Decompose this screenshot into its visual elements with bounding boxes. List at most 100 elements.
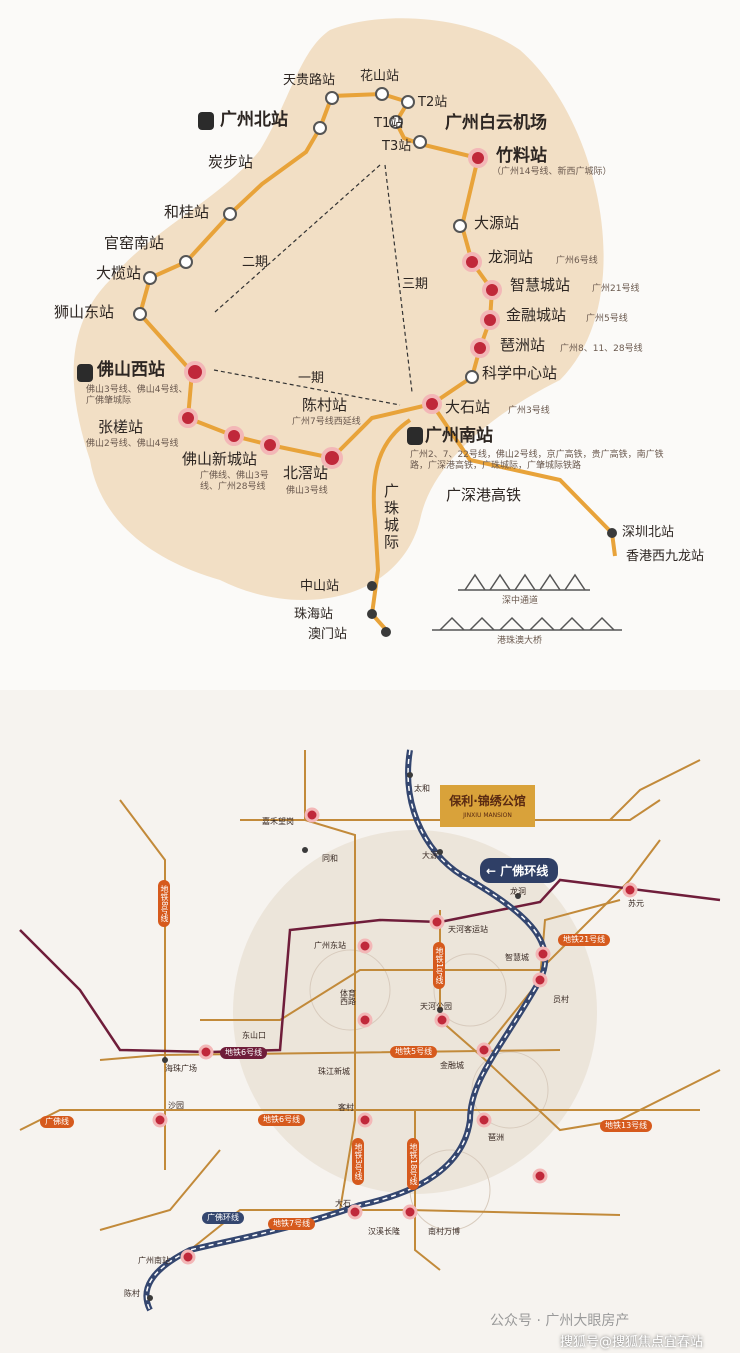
- line-label-char: 珠: [384, 499, 400, 517]
- station-label: 东山口: [242, 1031, 266, 1040]
- line-tag: 地铁6号线: [220, 1047, 268, 1059]
- station-label: 陈村站: [302, 396, 348, 414]
- line-tag: 地铁3号线: [352, 1138, 364, 1186]
- watermark-source: 搜狐号@搜狐焦点宜春站: [560, 1335, 704, 1350]
- phase-label: 一期: [298, 371, 325, 386]
- train-icon: [77, 112, 423, 445]
- line-tag: 地铁13号线: [600, 1120, 653, 1132]
- station-label: 花山站: [360, 69, 400, 84]
- white-station-dots: [133, 87, 479, 384]
- line-tag: 地铁8号线: [158, 880, 170, 928]
- station-note: 佛山2号线、佛山4号线: [86, 439, 179, 449]
- line-tag: 地铁21号线: [558, 934, 611, 946]
- station-label: 中山站: [300, 579, 340, 594]
- ring-line-badge: ← 广佛环线: [480, 858, 559, 883]
- station-label: 广州南站: [138, 1256, 170, 1265]
- station-label: 沙园: [168, 1101, 184, 1110]
- logo-name: 保利·锦绣公馆: [449, 794, 526, 808]
- radius-circle: [233, 830, 597, 1194]
- station-label: 科学中心站: [482, 364, 558, 382]
- station-label: 琶洲: [488, 1133, 504, 1142]
- station-label: 广州北站: [220, 110, 288, 130]
- station-label: 汉溪长隆: [368, 1227, 400, 1236]
- metro-lines: [19, 750, 721, 1271]
- station-label: 海珠广场: [165, 1064, 197, 1073]
- station-label: 金融城站: [506, 306, 567, 324]
- logo-subtitle: JINXIU MANSION: [463, 812, 512, 819]
- station-note: 广州2、7、22号线，佛山2号线，京广高铁，贵广高铁，南广铁路，广深港高铁，广珠…: [410, 450, 664, 472]
- station-label: 张槎站: [98, 418, 144, 436]
- phase-arrow-1: [213, 369, 401, 406]
- station-label: 珠海站: [294, 607, 334, 622]
- station-label: 太和: [414, 784, 430, 793]
- terminal-dots: [367, 528, 617, 637]
- station-label: 员村: [553, 995, 569, 1004]
- line-label-char: 际: [384, 533, 400, 551]
- station-label: 大源: [422, 851, 438, 860]
- station-note: （广州14号线、新西广城际）: [492, 167, 612, 177]
- station-label: 广州南站: [425, 426, 493, 446]
- station-note: 广州8、11、28号线: [560, 344, 643, 354]
- station-label: 嘉禾望岗: [262, 817, 294, 826]
- station-label: 大榄站: [96, 264, 142, 282]
- bridge-shenzhong: [458, 573, 590, 591]
- station-label: 大石站: [445, 398, 491, 416]
- line-tag: 地铁1号线: [433, 942, 445, 990]
- line-tag: 地铁5号线: [390, 1046, 438, 1058]
- station-label: 天河公园: [420, 1002, 452, 1011]
- station-label: 苏元: [628, 899, 644, 908]
- line-label: 广深港高铁: [446, 486, 522, 504]
- station-label: 大源站: [474, 214, 520, 232]
- station-label: 龙洞站: [488, 248, 534, 266]
- station-label: T1站: [374, 116, 404, 131]
- bridge-label: 深中通道: [502, 596, 539, 606]
- station-note: 佛山3号线: [286, 486, 328, 496]
- station-note: 广州21号线: [592, 284, 640, 294]
- phase-arrow-2: [214, 164, 381, 313]
- station-label: 琶洲站: [500, 336, 546, 354]
- station-label: 佛山新城站: [182, 450, 258, 468]
- hsr-line: [430, 402, 617, 557]
- project-logo: 保利·锦绣公馆 JINXIU MANSION: [440, 785, 535, 827]
- station-label: 智慧城: [505, 953, 529, 962]
- station-label: 广州白云机场: [445, 113, 547, 133]
- line-label-char: 广: [384, 482, 400, 500]
- station-dots: [147, 772, 521, 1301]
- station-label: 天河客运站: [448, 925, 488, 934]
- bridge-label: 港珠澳大桥: [497, 636, 543, 646]
- phase-arrow-3: [384, 164, 413, 393]
- watermark-account: 公众号 · 广州大眼房产: [490, 1313, 630, 1329]
- station-label: 珠江新城: [318, 1067, 350, 1076]
- station-label: 客村: [338, 1103, 354, 1112]
- top-route-map: 天贵路站 花山站 T2站 T1站 T3站 广州北站 广州白云机场 竹料站 （广州…: [54, 18, 705, 646]
- station-label: 同和: [322, 854, 338, 863]
- station-note: 广州3号线: [508, 406, 550, 416]
- ring-line-label: 广佛环线: [500, 864, 549, 878]
- station-label: 澳门站: [308, 627, 348, 642]
- station-label: 佛山西站: [97, 360, 165, 380]
- line-6: [19, 878, 721, 1054]
- station-label: 香港西九龙站: [626, 549, 705, 564]
- station-note: 广州7号线西延线: [292, 417, 361, 427]
- metro-map-graphics: [19, 749, 721, 1312]
- station-label: 深圳北站: [622, 525, 675, 540]
- phase-label: 三期: [402, 277, 429, 292]
- station-label: 官窑南站: [104, 234, 165, 252]
- top-map-graphics: [73, 18, 622, 637]
- station-note: 广州6号线: [556, 256, 598, 266]
- station-note: 佛山3号线、佛山4号线、广佛肇城际: [86, 385, 188, 406]
- station-label: 北滘站: [283, 464, 329, 482]
- line-tag: 地铁6号线: [258, 1114, 306, 1126]
- station-note: 广佛线、佛山3号线、广州28号线: [200, 471, 269, 492]
- line-tag: 地铁7号线: [268, 1218, 316, 1230]
- station-label: 龙洞: [510, 887, 526, 896]
- intercity-line: [369, 418, 412, 634]
- station-label: 陈村: [124, 1289, 140, 1298]
- bridge-hkzm: [432, 616, 622, 631]
- station-label: 南村万博: [428, 1227, 460, 1236]
- station-label: 和桂站: [164, 203, 210, 221]
- intercity-line-label: 广 珠 城 际: [384, 484, 402, 550]
- red-station-dots: [178, 148, 502, 469]
- station-label: 炭步站: [208, 153, 254, 171]
- station-label: T3站: [382, 139, 412, 154]
